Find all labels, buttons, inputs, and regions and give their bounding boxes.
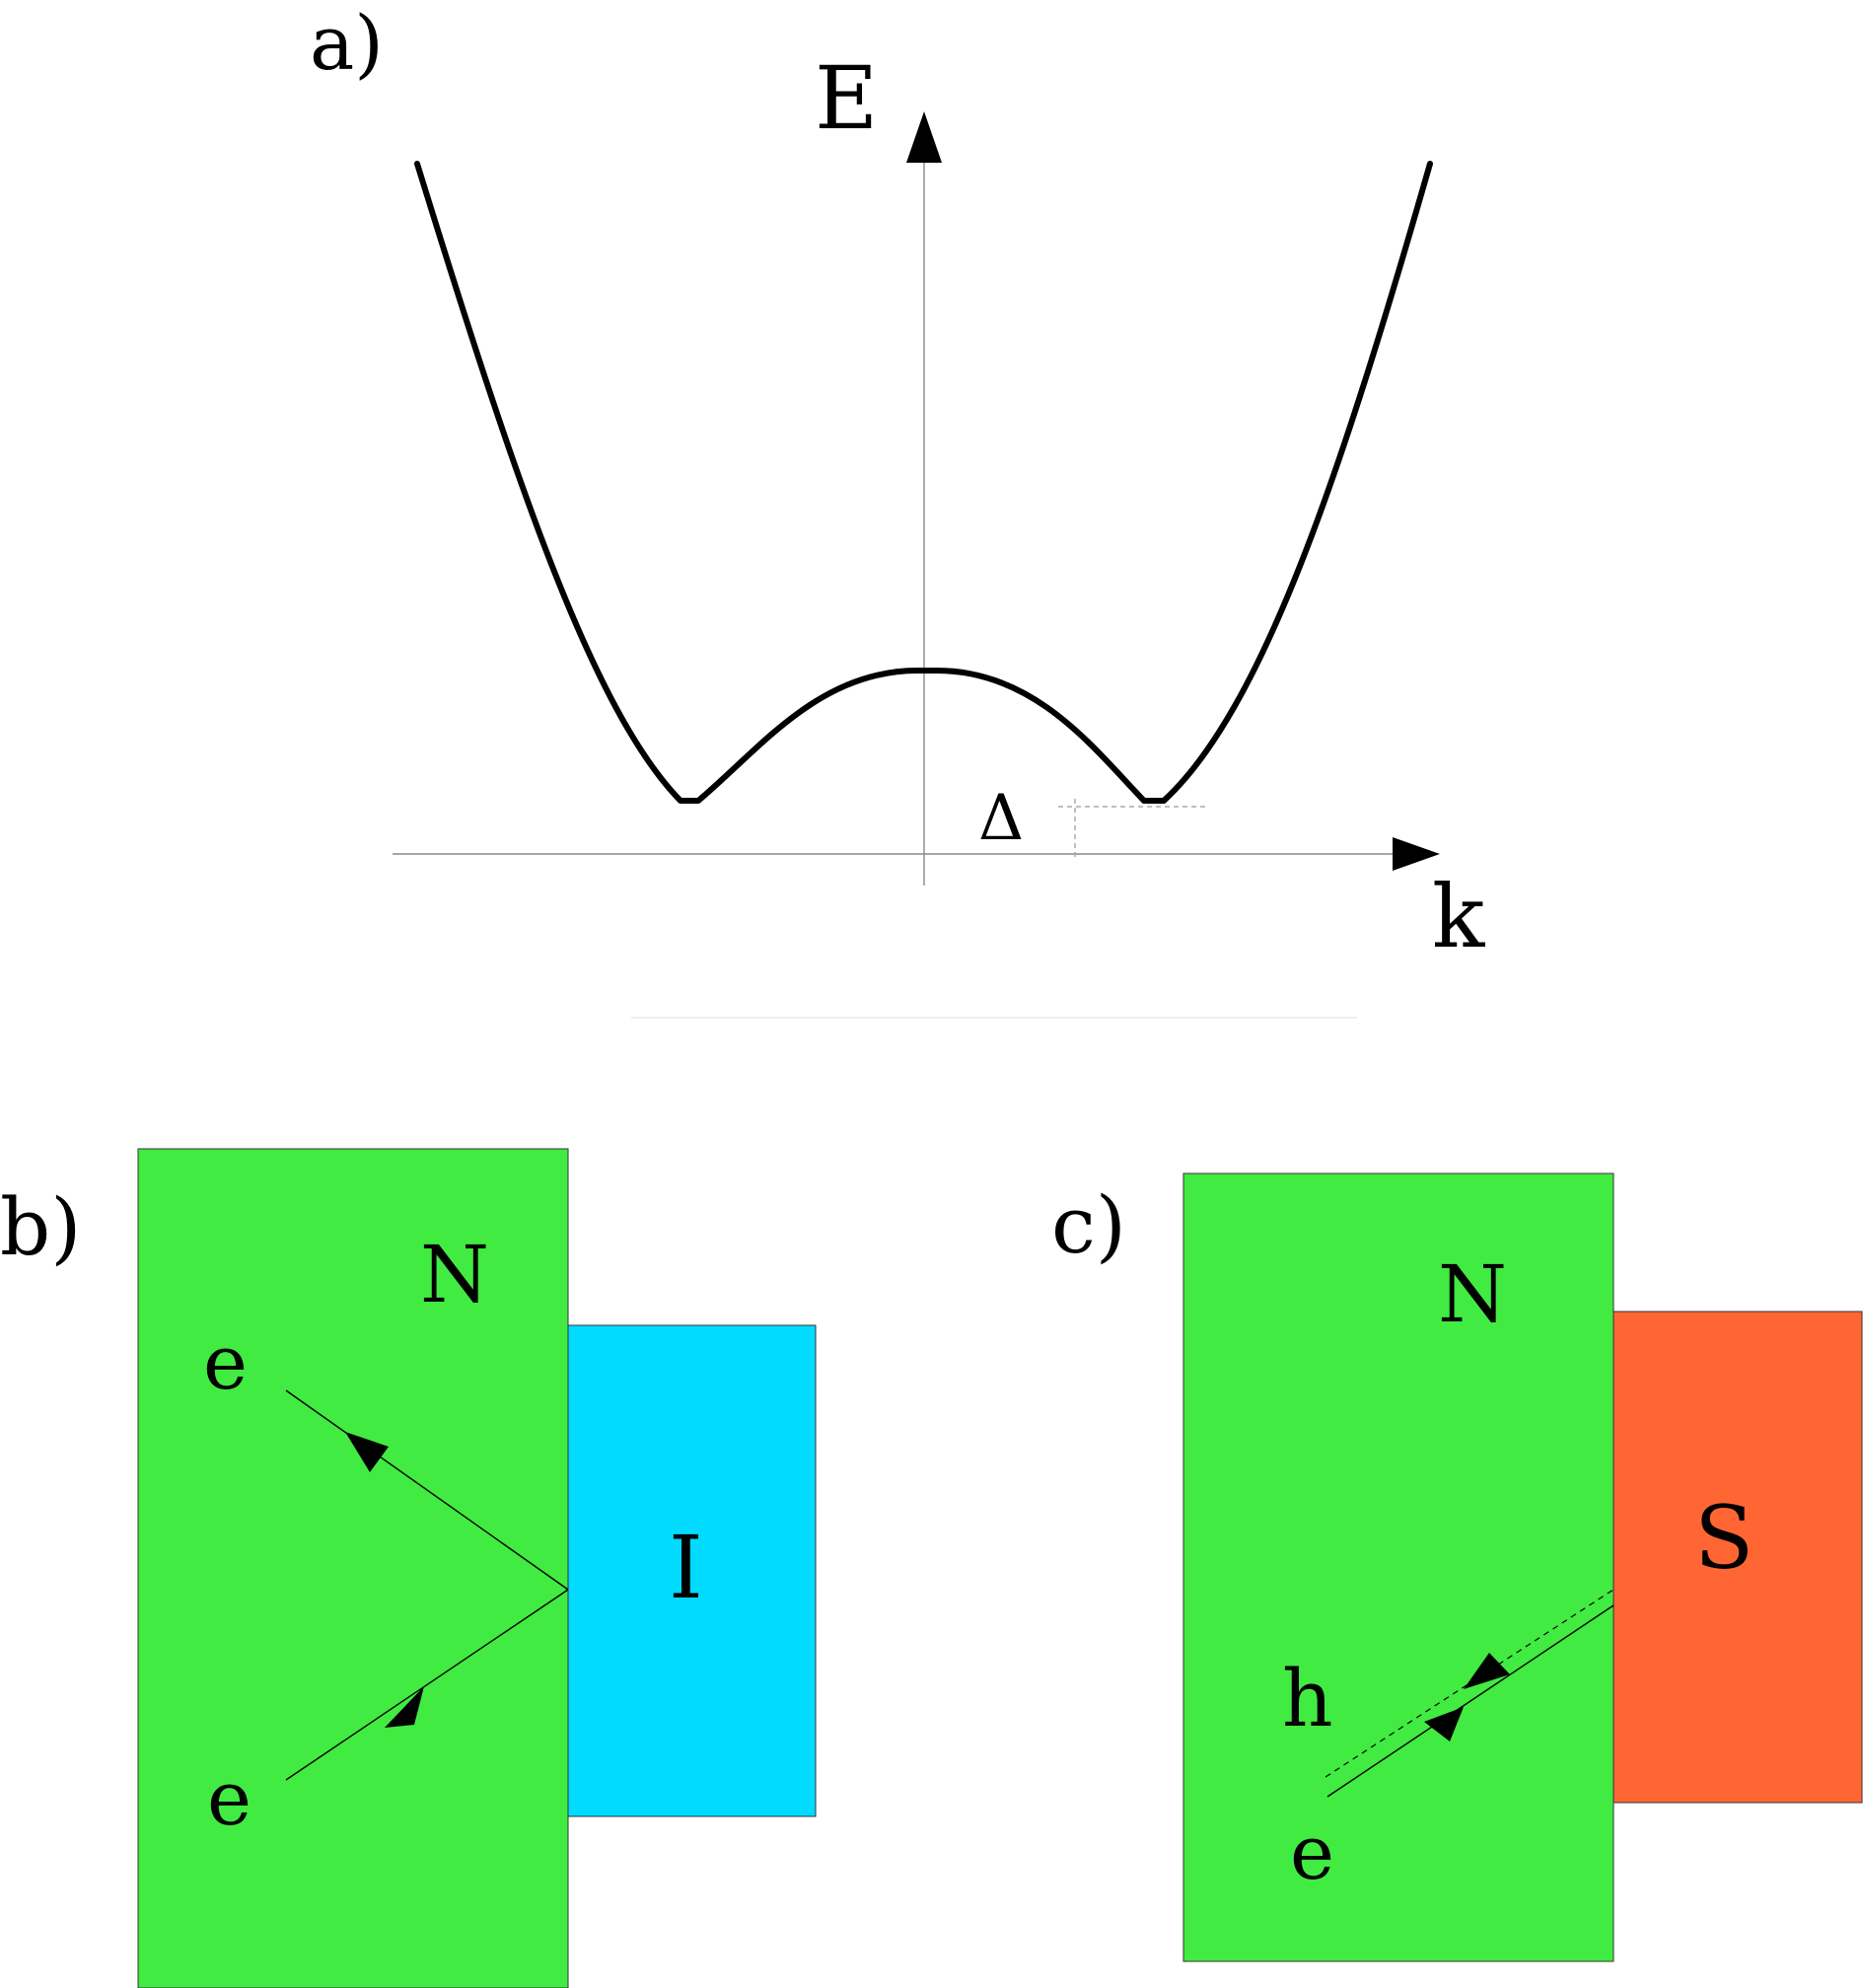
insulator-region	[567, 1324, 817, 1817]
incoming-electron-label: e	[207, 1754, 251, 1842]
panel-a-label: a)	[310, 0, 384, 87]
normal-metal-label-c: N	[1438, 1248, 1507, 1340]
superconductor-region	[1612, 1311, 1863, 1804]
incoming-electron-path	[285, 1589, 569, 1781]
insulator-label: I	[669, 1517, 703, 1618]
reflected-electron-path	[285, 1389, 569, 1591]
incoming-electron-arrowhead-c	[1424, 1707, 1464, 1741]
panel-a: a) k E Δ	[310, 0, 1485, 1019]
hole-label: h	[1282, 1653, 1333, 1744]
panel-b-label: b)	[0, 1181, 81, 1273]
panel-b: b) N I e e	[0, 1148, 817, 1988]
k-axis-label: k	[1432, 866, 1485, 967]
dispersion-curve	[414, 161, 1433, 804]
e-axis-label: E	[815, 47, 878, 149]
incoming-electron-label-c: e	[1290, 1809, 1334, 1896]
superconductor-label: S	[1694, 1487, 1754, 1589]
reflected-electron-arrowhead	[345, 1432, 389, 1472]
normal-metal-label-b: N	[420, 1229, 489, 1320]
k-axis-arrowhead	[1393, 837, 1440, 871]
reflected-hole-arrowhead	[1464, 1653, 1510, 1689]
incoming-electron-path-c	[1326, 1604, 1614, 1798]
reflected-hole-path	[1325, 1589, 1614, 1778]
normal-metal-region-c	[1182, 1172, 1614, 1962]
incoming-electron-arrowhead	[385, 1686, 424, 1728]
e-axis-arrowhead	[906, 111, 942, 163]
panel-c: c) N S h e	[1051, 1172, 1863, 1962]
outgoing-electron-label: e	[203, 1318, 248, 1406]
normal-metal-region-b	[137, 1148, 569, 1988]
panel-c-label: c)	[1051, 1179, 1126, 1271]
gap-label: Δ	[978, 782, 1024, 855]
